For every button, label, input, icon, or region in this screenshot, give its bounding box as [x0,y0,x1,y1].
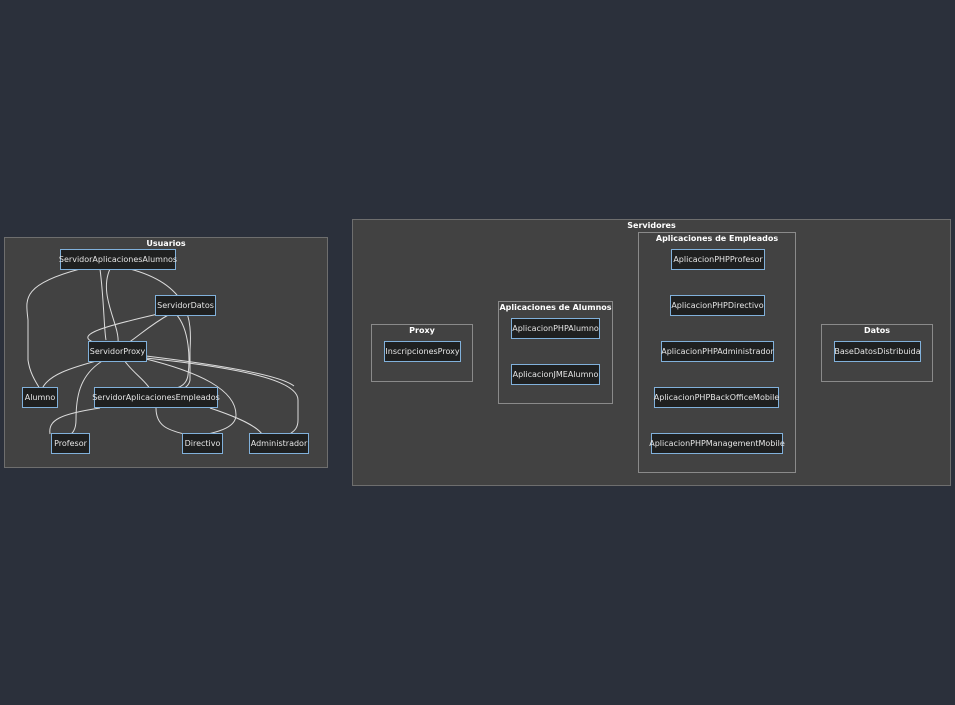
node-inscripciones-proxy: InscripcionesProxy [384,341,461,362]
cluster-aplicaciones-empleados: Aplicaciones de Empleados [638,232,796,473]
cluster-proxy-title: Proxy [409,326,435,335]
node-administrador: Administrador [249,433,309,454]
node-aplicacion-jme-alumno: AplicacionJMEAlumno [511,364,600,385]
node-profesor: Profesor [51,433,90,454]
edge [141,357,237,435]
node-alumno: Alumno [22,387,58,408]
node-servidor-proxy: ServidorProxy [88,341,147,362]
edge [41,359,101,390]
cluster-datos: Datos [821,324,933,382]
cluster-aplicaciones-alumnos-title: Aplicaciones de Alumnos [499,303,612,312]
node-servidor-datos: ServidorDatos [155,295,216,316]
node-aplicacion-php-profesor: AplicacionPHPProfesor [671,249,765,270]
edge [164,313,190,390]
edge [26,268,81,390]
node-base-datos-distribuida: BaseDatosDistribuida [834,341,921,362]
node-aplicacion-php-alumno: AplicacionPHPAlumno [511,318,600,339]
cluster-datos-title: Datos [863,326,891,335]
node-servidor-aplicaciones-alumnos: ServidorAplicacionesAlumnos [59,249,177,270]
edge [99,268,107,341]
edge [87,313,159,344]
node-aplicacion-php-backoffice-mobile: AplicacionPHPBackOfficeMobile [654,387,779,408]
edge [129,268,191,392]
edge [69,359,105,435]
node-directivo: Directivo [182,433,223,454]
cluster-aplicaciones-empleados-title: Aplicaciones de Empleados [655,234,779,243]
node-aplicacion-php-administrador: AplicacionPHPAdministrador [661,341,774,362]
node-aplicacion-php-management-mobile: AplicacionPHPManagementMobile [649,433,785,454]
cluster-servidores-title: Servidores [627,221,676,230]
cluster-proxy: Proxy [371,324,473,382]
edge [127,313,171,344]
edge [123,359,151,390]
node-aplicacion-php-directivo: AplicacionPHPDirectivo [670,295,765,316]
edge [105,268,119,344]
edge [155,407,185,435]
edge [49,407,101,435]
edge [209,407,263,435]
cluster-usuarios-title: Usuarios [146,239,186,248]
cluster-aplicaciones-alumnos: Aplicaciones de Alumnos [498,301,613,404]
edge [145,355,295,387]
node-servidor-aplicaciones-empleados: ServidorAplicacionesEmpleados [92,387,220,408]
edge [145,357,299,435]
